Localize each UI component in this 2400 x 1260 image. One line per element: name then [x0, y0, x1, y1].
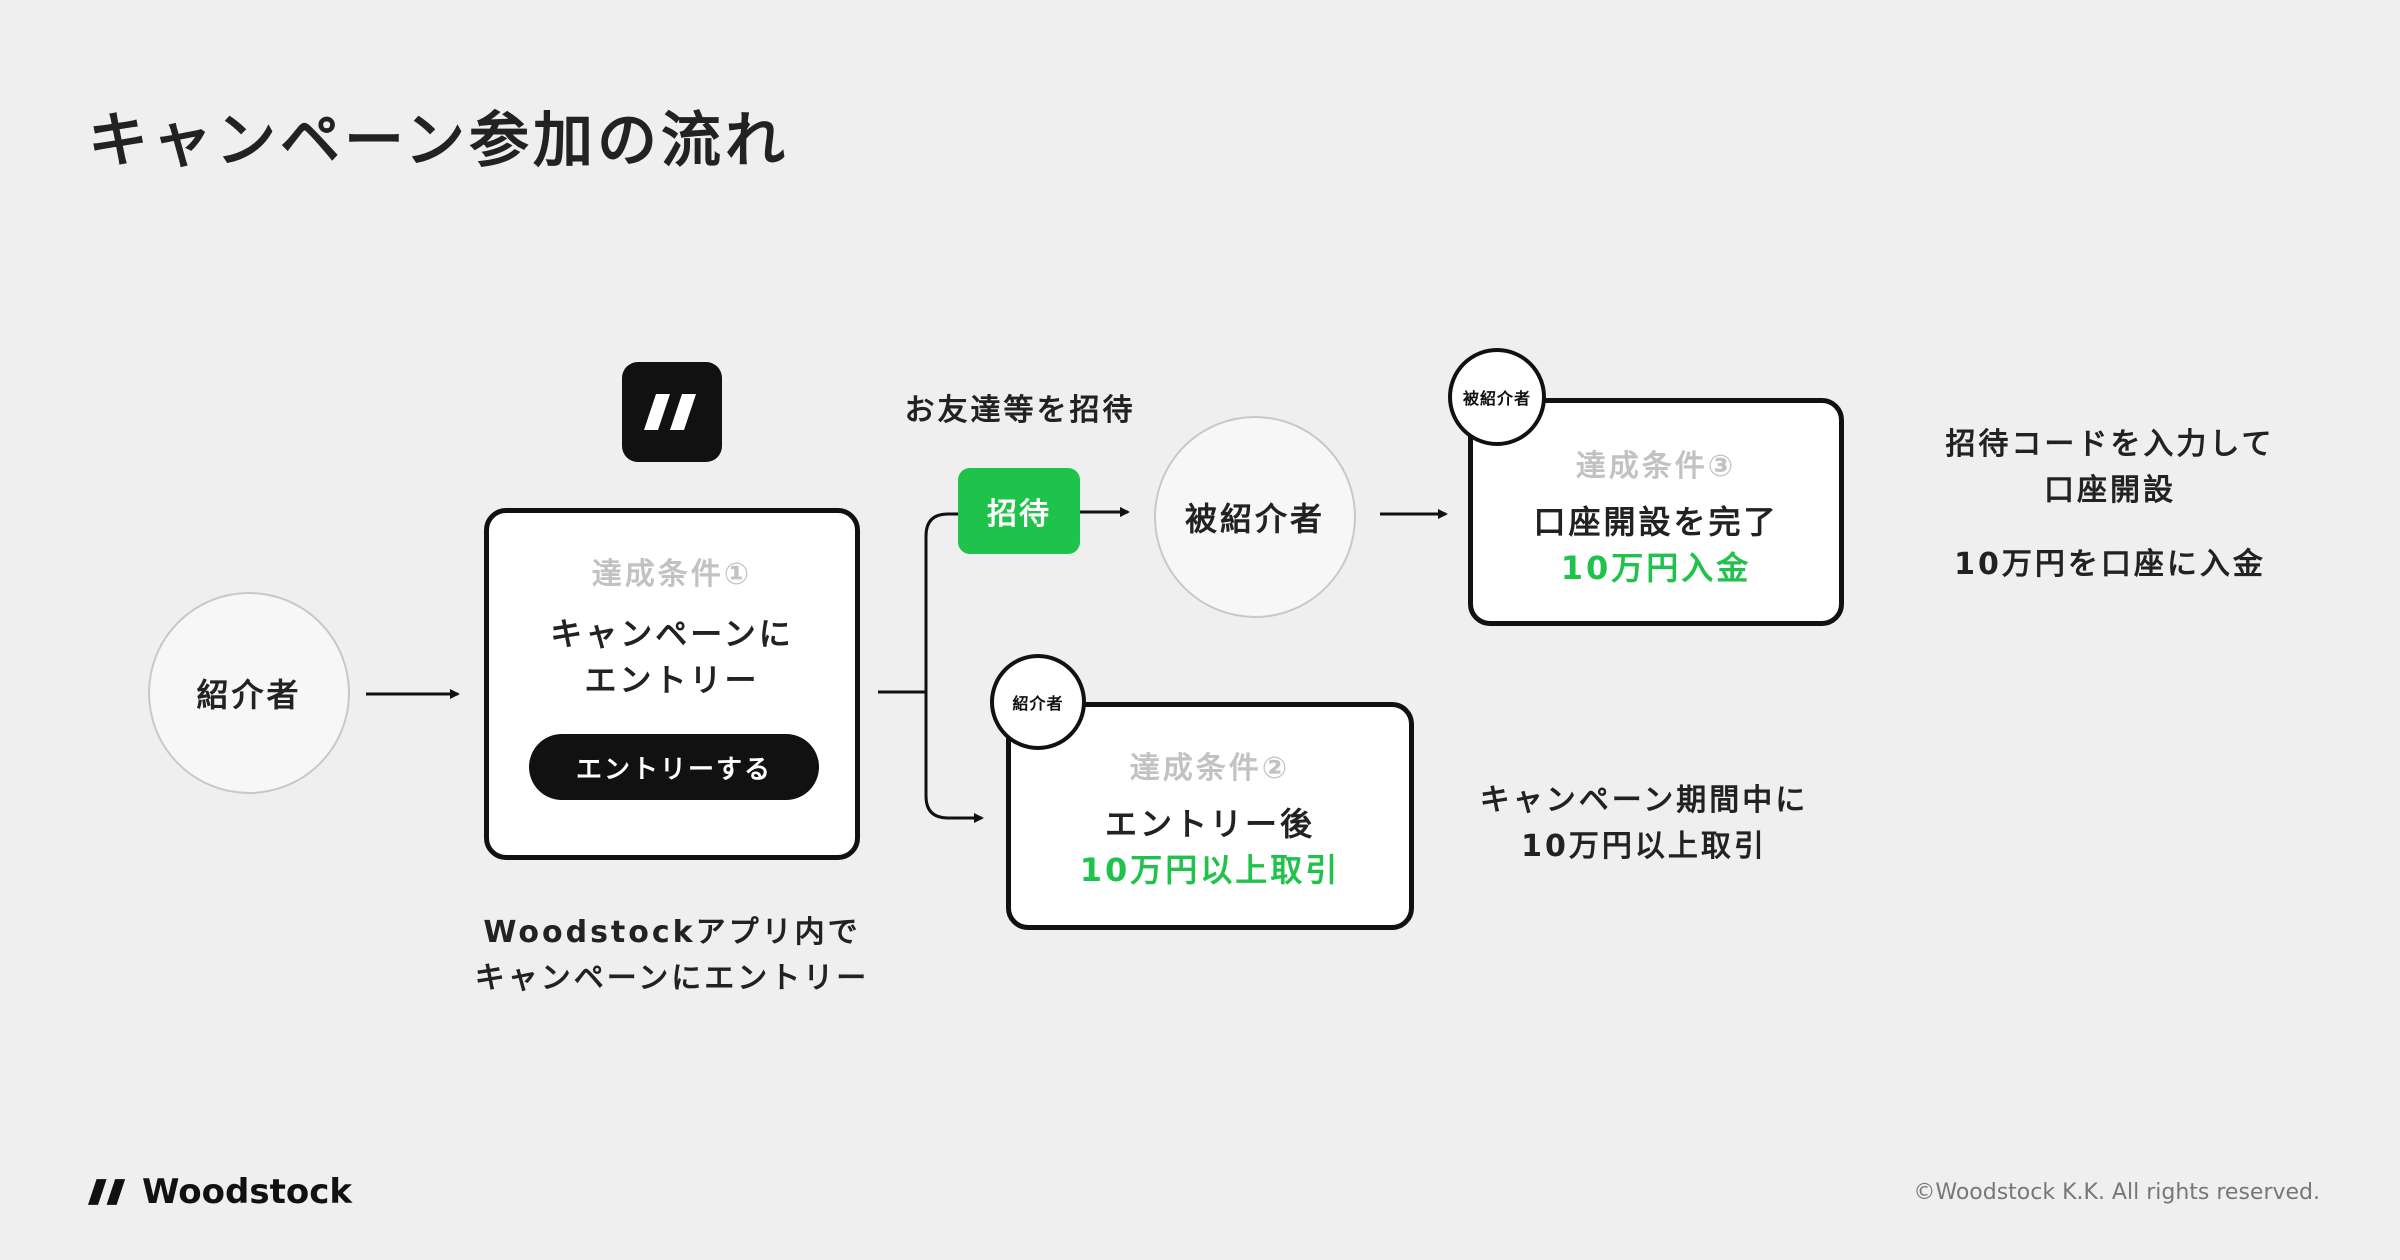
code-note-line2: 口座開設 [2044, 473, 2176, 508]
step3-line2: 10万円入金 [1560, 549, 1752, 587]
page-title: キャンペーン参加の流れ [88, 106, 789, 176]
footer-brand: Woodstock [88, 1172, 352, 1212]
invite-caption: お友達等を招待 [904, 393, 1136, 428]
referred-node-label: 被紹介者 [1184, 500, 1325, 538]
step1-box: 達成条件① キャンペーンに エントリー エントリーする [484, 508, 860, 860]
referred-node: 被紹介者 [1154, 416, 1356, 618]
period-note: キャンペーン期間中に 10万円以上取引 [1434, 778, 1854, 870]
app-entry-caption-line2: キャンペーンにエントリー [474, 961, 870, 996]
step3-condition: 達成条件③ [1575, 449, 1737, 484]
app-entry-caption-line1: Woodstockアプリ内で [483, 915, 861, 950]
step1-condition: 達成条件① [591, 557, 753, 592]
referrer-node-label: 紹介者 [196, 676, 302, 714]
entry-button[interactable]: エントリーする [529, 734, 819, 800]
step1-line1: キャンペーンに [550, 615, 794, 653]
footer-brand-name: Woodstock [142, 1172, 352, 1212]
step1-line2: エントリー [584, 661, 760, 699]
referrer-node: 紹介者 [148, 592, 350, 794]
step2-line2: 10万円以上取引 [1079, 851, 1341, 889]
code-note-line1: 招待コードを入力して [1945, 427, 2275, 462]
step3-badge: 被紹介者 [1448, 348, 1546, 446]
copyright: ©Woodstock K.K. All rights reserved. [1913, 1180, 2320, 1205]
period-note-line1: キャンペーン期間中に [1479, 783, 1809, 818]
deposit-note: 10万円を口座に入金 [1954, 547, 2266, 582]
woodstock-mark-icon [88, 1179, 126, 1205]
woodstock-logo-icon [622, 362, 722, 462]
step2-condition: 達成条件② [1129, 751, 1291, 786]
step2-line1: エントリー後 [1104, 805, 1315, 843]
step3-line1: 口座開設を完了 [1533, 503, 1779, 541]
step3-box: 達成条件③ 口座開設を完了 10万円入金 [1468, 398, 1844, 626]
branch-connector [878, 512, 980, 820]
code-note: 招待コードを入力して 口座開設 [1900, 422, 2320, 514]
invite-button[interactable]: 招待 [958, 468, 1080, 554]
app-entry-caption: Woodstockアプリ内で キャンペーンにエントリー [452, 910, 892, 1002]
step2-badge: 紹介者 [990, 654, 1086, 750]
period-note-line2: 10万円以上取引 [1521, 829, 1767, 864]
step2-box: 達成条件② エントリー後 10万円以上取引 [1006, 702, 1414, 930]
